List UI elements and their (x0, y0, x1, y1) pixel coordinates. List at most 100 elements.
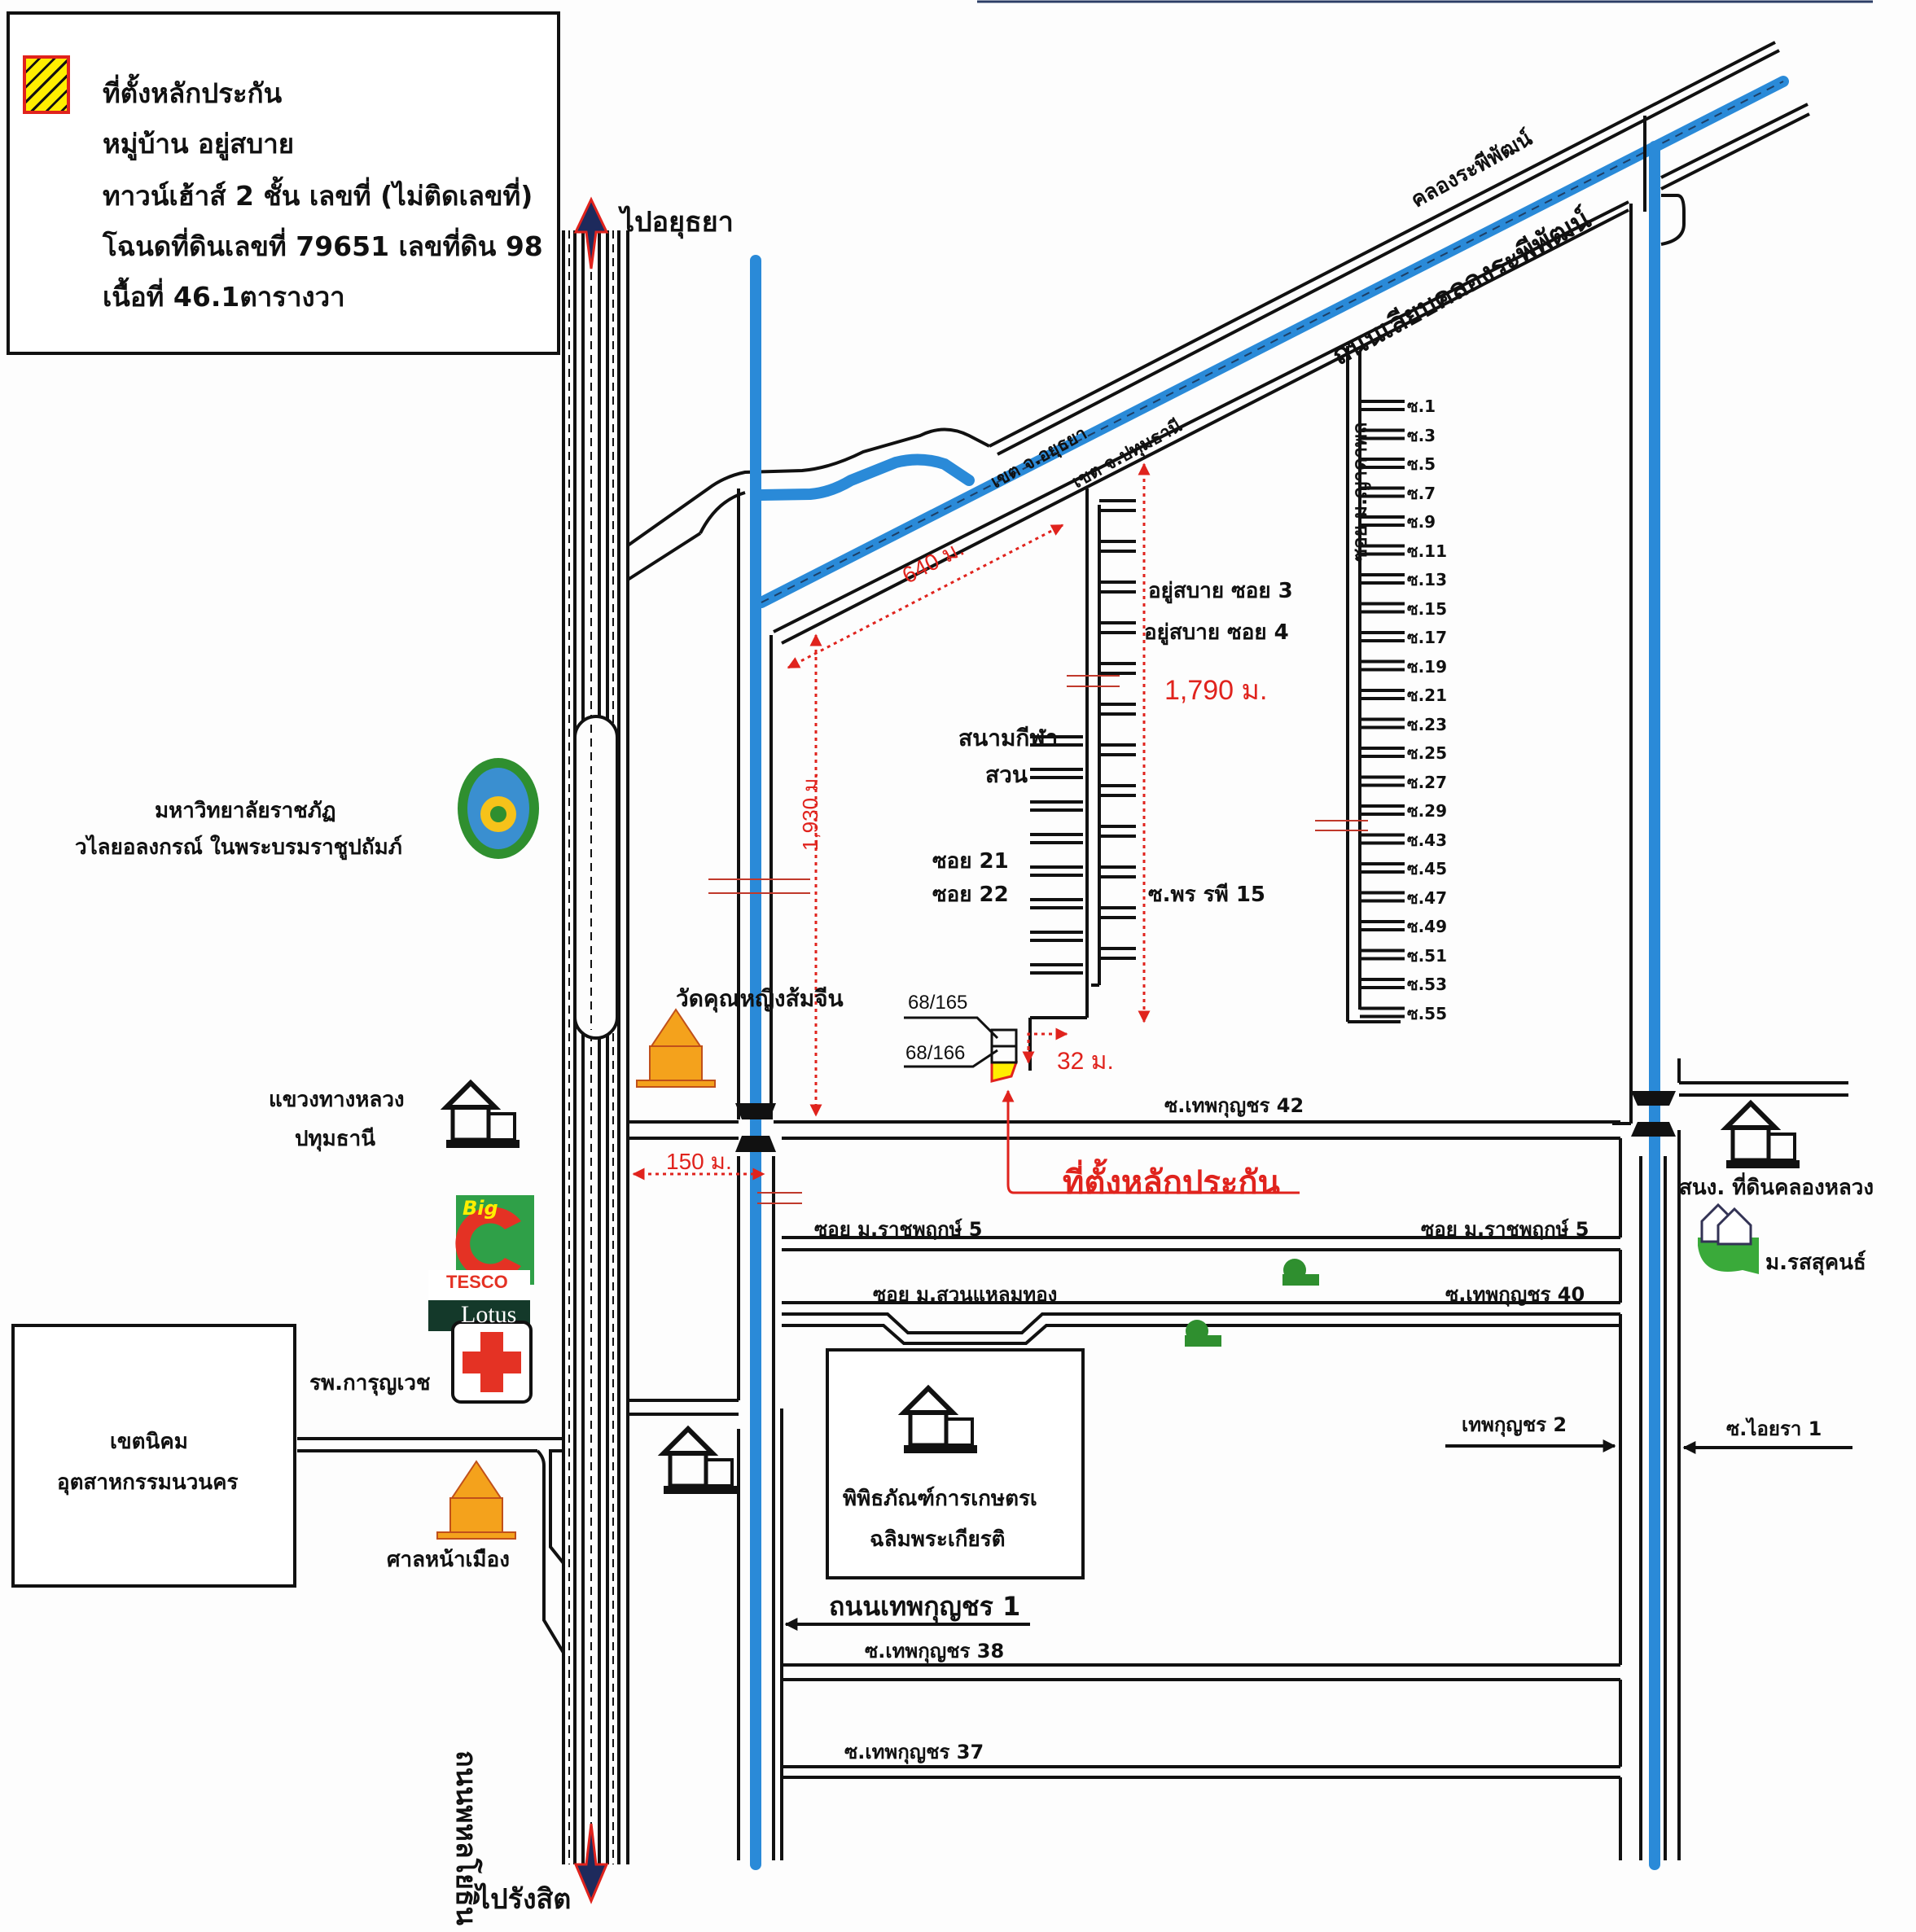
village-soi3-label: อยู่สบาย ซอย 3 (1148, 579, 1293, 603)
hatched-collateral-swatch-icon (23, 55, 70, 114)
soi-thepkunchon-40-label: ซ.เทพกุญชร 40 (1445, 1283, 1585, 1306)
legend-deed: โฉนดที่ดินเลขที่ 79651 เลขที่ดิน 98 (103, 230, 543, 262)
side-soi-label: ซ.49 (1407, 917, 1448, 936)
bridge-icon (735, 1091, 1676, 1152)
museum-box (826, 1348, 1085, 1579)
side-soi-label: ซ.1 (1407, 396, 1436, 416)
right-canal-roads (1612, 116, 1848, 1860)
highway-office-label-2: ปทุมธานี (295, 1127, 376, 1151)
tree-icon (1185, 1259, 1319, 1347)
side-soi-label: ซ.13 (1407, 570, 1448, 589)
legend-village: หมู่บ้าน อยู่สบาย (103, 128, 295, 160)
side-soi-label: ซ.5 (1407, 454, 1436, 474)
soi-thepkunchon-38-label: ซ.เทพกุญชร 38 (865, 1640, 1005, 1663)
soi-ratchaphruek-5-right-label: ซอย ม.ราชพฤกษ์ 5 (1421, 1218, 1589, 1241)
side-soi-label: ซ.55 (1407, 1003, 1448, 1023)
industrial-estate-label-1: เขตนิคม (110, 1430, 188, 1454)
hospital-icon (451, 1321, 533, 1404)
side-soi-label: ซ.21 (1407, 686, 1448, 705)
legend-area: เนื้อที่ 46.1ตารางวา (103, 281, 345, 313)
industrial-estate-label-2: อุตสาหกรรมนวนคร (57, 1470, 239, 1495)
distance-lines (632, 462, 1151, 1181)
side-soi-label: ซ.11 (1407, 541, 1448, 561)
side-soi-label: ซ.25 (1407, 743, 1448, 763)
sports-field-label-1: สนามกีฬา (958, 725, 1059, 751)
side-soi-label: ซ.43 (1407, 830, 1448, 850)
housing-estate-icon (1698, 1203, 1759, 1274)
land-office-label: สนง. ที่ดินคลองหลวง (1679, 1176, 1874, 1200)
distance-32-label: 32 ม. (1057, 1048, 1114, 1075)
house-68-165-label: 68/165 (908, 992, 968, 1014)
soi-ratchaphruek-5-left-label: ซอย ม.ราชพฤกษ์ 5 (814, 1218, 983, 1241)
distance-640-line (787, 524, 1064, 669)
thepkunchon-2-label: เทพกุญชร 2 (1462, 1413, 1567, 1436)
u-turn-loop (573, 715, 619, 1040)
temple-label: วัดคุณหญิงส้มจีน (676, 985, 844, 1012)
city-shrine-label: ศาลหน้าเมือง (387, 1548, 510, 1572)
side-soi-label: ซ.7 (1407, 483, 1436, 503)
legend-title: ที่ตั้งหลักประกัน (103, 77, 283, 109)
side-soi-label: ซ.23 (1407, 714, 1448, 734)
phahonyothin-road (562, 230, 629, 1864)
big-c-logo (455, 1195, 534, 1285)
highway-office-label-1: แขวงทางหลวง (269, 1088, 405, 1112)
soi21-label: ซอย 21 (932, 849, 1009, 874)
soi-phon-15-label: ซ.พร รพี 15 (1148, 883, 1266, 907)
industrial-estate-box (11, 1324, 296, 1588)
distance-1930-label: 1,930 ม. (798, 772, 822, 851)
legend-box: ที่ตั้งหลักประกัน หมู่บ้าน อยู่สบาย ทาวน… (7, 11, 560, 355)
branch-canal (756, 453, 975, 501)
distance-1790-label: 1,790 ม. (1164, 675, 1268, 706)
university-label-1: มหาวิทยาลัยราชภัฏ (155, 799, 336, 823)
university-seal-icon (458, 758, 539, 859)
side-soi-label: ซ.53 (1407, 975, 1448, 994)
collateral-callout-label: ที่ตั้งหลักประกัน (1063, 1164, 1280, 1202)
soi-thepkunchon-42-label: ซ.เทพกุญชร 42 (1164, 1094, 1304, 1117)
side-soi-label: ซ.27 (1407, 772, 1448, 792)
side-soi-label: ซ.47 (1407, 887, 1448, 908)
city-shrine-icon (436, 1460, 516, 1540)
distance-150-label: 150 ม. (666, 1149, 732, 1174)
museum-building-icon (897, 1384, 977, 1453)
highway-office-building-icon (440, 1079, 520, 1148)
government-building-icon (657, 1425, 737, 1494)
left-canal-roads (737, 488, 783, 1860)
direction-south-label: ไปรังสิต (476, 1883, 572, 1916)
north-arrow-icon (573, 196, 609, 269)
tesco-label: TESCO (446, 1272, 508, 1292)
hospital-label: รพ.การุญเวช (309, 1371, 431, 1395)
south-arrow-icon (573, 1823, 609, 1904)
side-soi-comb (1346, 346, 1405, 1023)
side-soi-label: ซ.51 (1407, 945, 1448, 966)
side-soi-label: ซ.3 (1407, 425, 1436, 445)
side-soi-label: ซ.15 (1407, 598, 1448, 619)
sports-field-label-2: สวน (985, 761, 1028, 788)
legend-house-type: ทาวน์เฮ้าส์ 2 ชั้น เลขที่ (ไม่ติดเลขที่) (103, 180, 533, 212)
phahonyothin-label: ถนนพหลโยธิน (449, 1750, 482, 1925)
land-office-building-icon (1720, 1099, 1800, 1168)
soi-thepkunchon-37-label: ซ.เทพกุญชร 37 (844, 1741, 984, 1763)
museum-label-1: พิพิธภัณฑ์การเกษตรเ (843, 1487, 1037, 1511)
callout-arrow (1002, 1089, 1300, 1194)
big-c-label: Big (463, 1197, 498, 1220)
horizontal-sois (297, 1120, 1622, 1860)
side-soi-label: ซ.9 (1407, 512, 1436, 532)
village-soi4-label: อยู่สบาย ซอย 4 (1144, 620, 1289, 645)
village-rossukon-label: ม.รสสุคนธ์ (1765, 1251, 1866, 1275)
phahonyothin-lane-dashes (568, 230, 614, 1864)
temple-icon (636, 1008, 716, 1088)
house-units (904, 1016, 1018, 1068)
direction-north-label: ไปอยุธยา (620, 206, 734, 239)
side-soi-label: ซ.29 (1407, 801, 1448, 821)
lotus-label: Lotus (461, 1301, 517, 1328)
distance-32-line (1027, 1027, 1068, 1050)
side-soi-label: ซ.17 (1407, 628, 1448, 647)
collateral-plot (990, 1061, 1019, 1083)
village-soi-comb (1028, 488, 1136, 1071)
museum-label-2: ฉลิมพระเกียรติ (870, 1527, 1006, 1552)
side-soi-label: ซ.19 (1407, 656, 1448, 677)
soi-aiyara-1-label: ซ.ไอยรา 1 (1726, 1417, 1822, 1440)
soi22-label: ซอย 22 (932, 883, 1009, 907)
thepkunchon-1-road-label: ถนนเทพกุญชร 1 (829, 1591, 1021, 1622)
